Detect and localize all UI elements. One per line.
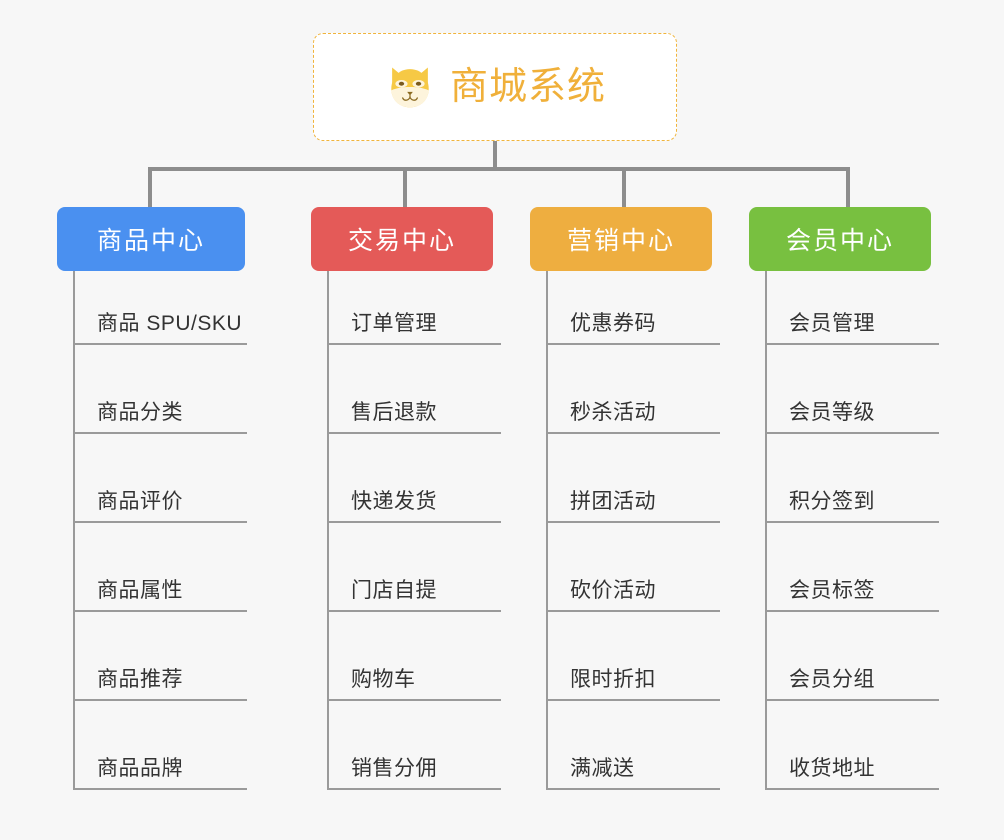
category-header-4[interactable]: 会员中心: [749, 207, 931, 271]
list-item[interactable]: 售后退款: [329, 345, 501, 434]
list-item-label: 售后退款: [329, 396, 501, 434]
category-items-3: 优惠券码 秒杀活动 拼团活动 砍价活动 限时折扣 满减送: [546, 271, 720, 790]
root-node-title: 商城系统: [449, 66, 606, 108]
category-header-label-3: 营销中心: [566, 227, 675, 255]
list-item-label: 商品评价: [75, 485, 247, 523]
list-item[interactable]: 销售分佣: [329, 701, 501, 790]
list-item[interactable]: 会员分组: [767, 612, 939, 701]
list-item[interactable]: 订单管理: [329, 271, 501, 345]
list-item[interactable]: 优惠券码: [548, 271, 720, 345]
list-item-label: 商品属性: [75, 574, 247, 612]
list-item-label: 商品品牌: [75, 752, 247, 790]
list-item-label: 收货地址: [767, 752, 939, 790]
list-item[interactable]: 商品品牌: [75, 701, 247, 790]
list-item-label: 商品推荐: [75, 663, 247, 701]
list-item-label: 会员分组: [767, 663, 939, 701]
category-column-2: 交易中心 订单管理 售后退款 快递发货 门店自提 购物车 销售分佣: [311, 207, 501, 790]
list-item[interactable]: 商品 SPU/SKU: [75, 271, 247, 345]
category-items-1: 商品 SPU/SKU 商品分类 商品评价 商品属性 商品推荐 商品品牌: [73, 271, 247, 790]
list-item-label: 优惠券码: [548, 307, 720, 345]
list-item-label: 商品分类: [75, 396, 247, 434]
category-column-1: 商品中心 商品 SPU/SKU 商品分类 商品评价 商品属性 商品推荐 商品品牌: [57, 207, 247, 790]
connector-drop-3: [622, 167, 626, 209]
list-item-label: 限时折扣: [548, 663, 720, 701]
list-item[interactable]: 门店自提: [329, 523, 501, 612]
connector-drop-1: [148, 167, 152, 209]
connector-horizontal-bus: [150, 167, 850, 171]
connector-drop-2: [403, 167, 407, 209]
category-header-1[interactable]: 商品中心: [57, 207, 245, 271]
list-item[interactable]: 砍价活动: [548, 523, 720, 612]
list-item-label: 会员等级: [767, 396, 939, 434]
list-item[interactable]: 拼团活动: [548, 434, 720, 523]
list-item[interactable]: 积分签到: [767, 434, 939, 523]
list-item[interactable]: 会员等级: [767, 345, 939, 434]
category-column-4: 会员中心 会员管理 会员等级 积分签到 会员标签 会员分组 收货地址: [749, 207, 939, 790]
category-header-label-1: 商品中心: [96, 227, 205, 255]
list-item[interactable]: 商品属性: [75, 523, 247, 612]
list-item[interactable]: 购物车: [329, 612, 501, 701]
list-item[interactable]: 限时折扣: [548, 612, 720, 701]
category-header-label-2: 交易中心: [347, 227, 456, 255]
category-header-3[interactable]: 营销中心: [530, 207, 712, 271]
list-item-label: 砍价活动: [548, 574, 720, 612]
list-item[interactable]: 商品推荐: [75, 612, 247, 701]
list-item[interactable]: 满减送: [548, 701, 720, 790]
list-item-label: 满减送: [548, 752, 720, 790]
list-item-label: 商品 SPU/SKU: [75, 307, 247, 345]
list-item[interactable]: 快递发货: [329, 434, 501, 523]
list-item-label: 购物车: [329, 663, 501, 701]
list-item-label: 积分签到: [767, 485, 939, 523]
list-item-label: 销售分佣: [329, 752, 501, 790]
list-item[interactable]: 商品分类: [75, 345, 247, 434]
list-item-label: 秒杀活动: [548, 396, 720, 434]
list-item-label: 会员标签: [767, 574, 939, 612]
category-header-label-4: 会员中心: [785, 227, 894, 255]
list-item[interactable]: 收货地址: [767, 701, 939, 790]
connector-drop-4: [846, 167, 850, 209]
list-item-label: 拼团活动: [548, 485, 720, 523]
shiba-dog-icon: [391, 67, 429, 108]
list-item-label: 会员管理: [767, 307, 939, 345]
connector-root-stem: [493, 141, 497, 170]
category-column-3: 营销中心 优惠券码 秒杀活动 拼团活动 砍价活动 限时折扣 满减送: [530, 207, 720, 790]
category-header-2[interactable]: 交易中心: [311, 207, 493, 271]
list-item-label: 门店自提: [329, 574, 501, 612]
category-items-4: 会员管理 会员等级 积分签到 会员标签 会员分组 收货地址: [765, 271, 939, 790]
category-items-2: 订单管理 售后退款 快递发货 门店自提 购物车 销售分佣: [327, 271, 501, 790]
list-item-label: 订单管理: [329, 307, 501, 345]
list-item[interactable]: 秒杀活动: [548, 345, 720, 434]
list-item[interactable]: 商品评价: [75, 434, 247, 523]
list-item[interactable]: 会员管理: [767, 271, 939, 345]
list-item-label: 快递发货: [329, 485, 501, 523]
list-item[interactable]: 会员标签: [767, 523, 939, 612]
root-node-mall-system[interactable]: 商城系统: [313, 33, 677, 141]
